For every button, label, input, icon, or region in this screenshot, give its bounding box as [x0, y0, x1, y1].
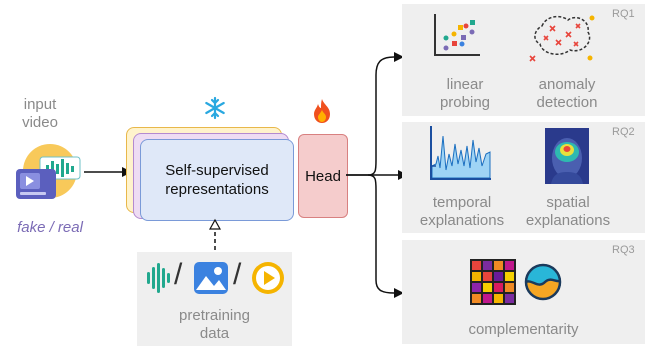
audio-waveform-icon	[147, 263, 170, 293]
head-label: Head	[305, 167, 341, 185]
rq3-tag: RQ3	[612, 244, 635, 256]
complementarity-label: complementarity	[468, 321, 579, 338]
anomaly-cluster-icon	[529, 15, 595, 62]
linear-probing-line1: linear	[446, 76, 484, 93]
spatial-explanations-line2: explanations	[525, 212, 611, 229]
representation-label-line1: Self-supervised	[165, 162, 269, 179]
temporal-signal-icon	[430, 126, 491, 180]
anomaly-detection-label: anomaly detection	[522, 76, 612, 112]
temporal-explanations-line1: temporal	[432, 194, 492, 211]
linear-probing-line2: probing	[439, 94, 491, 111]
separator-2: /	[233, 258, 242, 291]
separator-1: /	[174, 258, 183, 291]
play-icon	[252, 262, 284, 294]
scatter-plot-icon	[434, 14, 480, 56]
rq1-tag: RQ1	[612, 8, 635, 20]
spatial-explanations-line1: spatial	[546, 194, 590, 211]
rq1-panel	[402, 4, 645, 116]
wave-circle-icon	[524, 263, 562, 301]
rq2-tag: RQ2	[612, 126, 635, 138]
branch-arrows	[346, 52, 408, 298]
anomaly-detection-line2: detection	[536, 94, 598, 111]
class-label: fake / real	[17, 219, 83, 236]
snowflake-icon	[205, 96, 225, 120]
spatial-explanations-label: spatial explanations	[518, 194, 618, 230]
representation-box: Self-supervised representations	[140, 139, 294, 221]
pretraining-label-line2: data	[199, 325, 230, 342]
fire-icon	[314, 99, 330, 123]
image-icon	[194, 262, 228, 294]
temporal-explanations-label: temporal explanations	[416, 194, 508, 230]
rq3-panel	[402, 240, 645, 344]
anomaly-detection-line1: anomaly	[538, 76, 596, 93]
representation-label-line2: representations	[165, 181, 269, 198]
input-label: input video	[10, 96, 70, 132]
linear-probing-label: linear probing	[425, 76, 505, 112]
pretraining-arrow	[208, 218, 222, 257]
heatmap-face-icon	[545, 128, 589, 184]
temporal-explanations-line2: explanations	[419, 212, 505, 229]
video-input-icon	[16, 144, 81, 199]
head-box: Head	[298, 134, 348, 218]
input-label-line1: input	[23, 96, 57, 113]
input-label-line2: video	[22, 114, 58, 131]
pretraining-label-line1: pretraining	[179, 307, 250, 324]
pretraining-label: pretraining data	[137, 307, 292, 343]
color-grid-icon	[470, 259, 516, 305]
